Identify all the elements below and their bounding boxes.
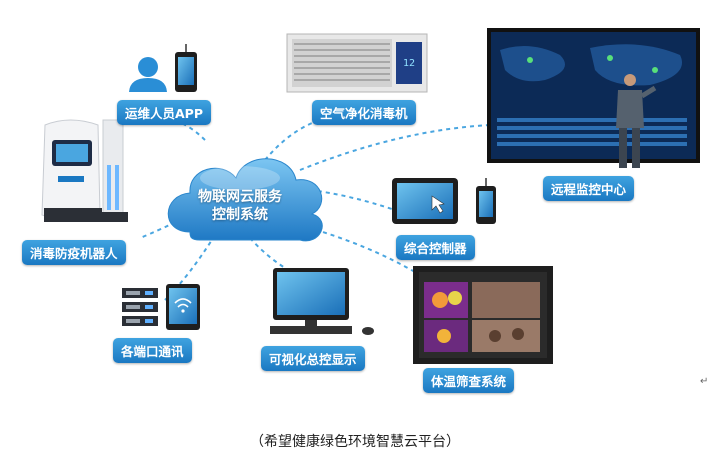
- air-purifier-icon: 12: [286, 33, 428, 93]
- connector-air-purifier: [264, 119, 321, 161]
- person-icon: [129, 57, 167, 92]
- phone-icon: [175, 44, 197, 92]
- figure-caption: （希望健康绿色环境智慧云平台）: [250, 434, 460, 450]
- connector-robot: [139, 214, 191, 239]
- presenter-person-icon: [616, 74, 657, 168]
- label-controller: 综合控制器: [396, 235, 475, 260]
- controller-phone-icon: [476, 178, 496, 224]
- server-stack-icon: [122, 288, 158, 326]
- monitor-wall-icon: [487, 28, 700, 163]
- tablet-icon: [392, 178, 458, 224]
- label-thermal: 体温筛查系统: [423, 368, 515, 393]
- cloud-title-line-2: 控制系统: [212, 207, 268, 223]
- label-ops-app: 运维人员APP: [117, 100, 211, 125]
- purifier-readout: 12: [403, 58, 415, 69]
- label-robot: 消毒防疫机器人: [22, 240, 126, 265]
- thermal-screen-icon: [413, 266, 553, 364]
- connector-remote-monitor: [299, 124, 491, 171]
- paragraph-mark: ↵: [700, 376, 709, 387]
- cloud-title-line-1: 物联网云服务: [198, 189, 282, 205]
- desktop-monitor-icon: [270, 268, 374, 335]
- connector-display: [249, 237, 286, 269]
- label-air-purifier: 空气净化消毒机: [312, 100, 416, 125]
- cloud-service-icon: [167, 158, 323, 242]
- label-remote-monitor: 远程监控中心: [543, 176, 635, 201]
- wifi-tablet-icon: [166, 284, 200, 330]
- label-ports: 各端口通讯: [113, 338, 192, 363]
- label-display: 可视化总控显示: [261, 346, 365, 371]
- cloud-title: 物联网云服务 控制系统: [175, 188, 305, 224]
- robot-icon: [41, 119, 128, 222]
- connector-ops-app: [169, 117, 206, 141]
- connector-controller: [309, 189, 396, 211]
